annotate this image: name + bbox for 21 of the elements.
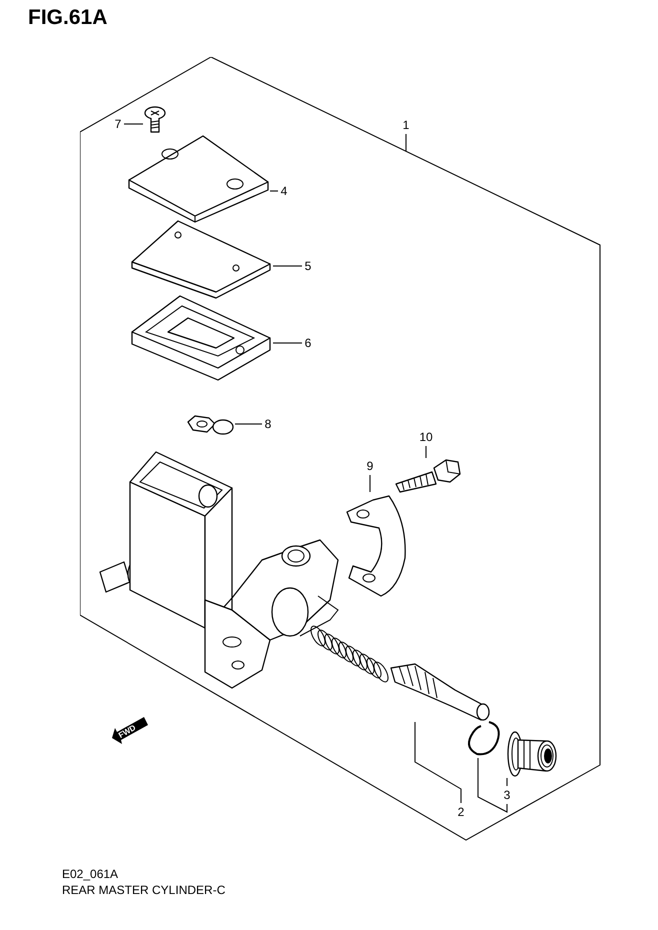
leader-line — [270, 190, 278, 192]
drawing-caption: REAR MASTER CYLINDER-C — [62, 882, 226, 898]
callout-number: 3 — [501, 786, 513, 804]
leader-line — [272, 342, 302, 344]
callout-number: 8 — [262, 415, 274, 433]
leader-line — [506, 778, 508, 786]
callout-number: 2 — [455, 803, 467, 821]
kit-outline — [80, 57, 601, 841]
callout-number: 9 — [364, 457, 376, 475]
callout-number: 7 — [112, 115, 124, 133]
leader-line — [478, 758, 508, 813]
drawing-code: E02_061A — [62, 866, 118, 882]
callout-number: 10 — [417, 428, 435, 446]
screw-drawing — [143, 106, 167, 134]
leader-line — [414, 722, 462, 804]
callout-number: 6 — [302, 334, 314, 352]
direction-label: FWD — [116, 723, 138, 740]
callout-number: 1 — [399, 116, 413, 134]
figure-title: FIG.61A — [28, 6, 108, 30]
callout-number: 5 — [302, 257, 314, 275]
callout-number: 4 — [278, 182, 290, 200]
